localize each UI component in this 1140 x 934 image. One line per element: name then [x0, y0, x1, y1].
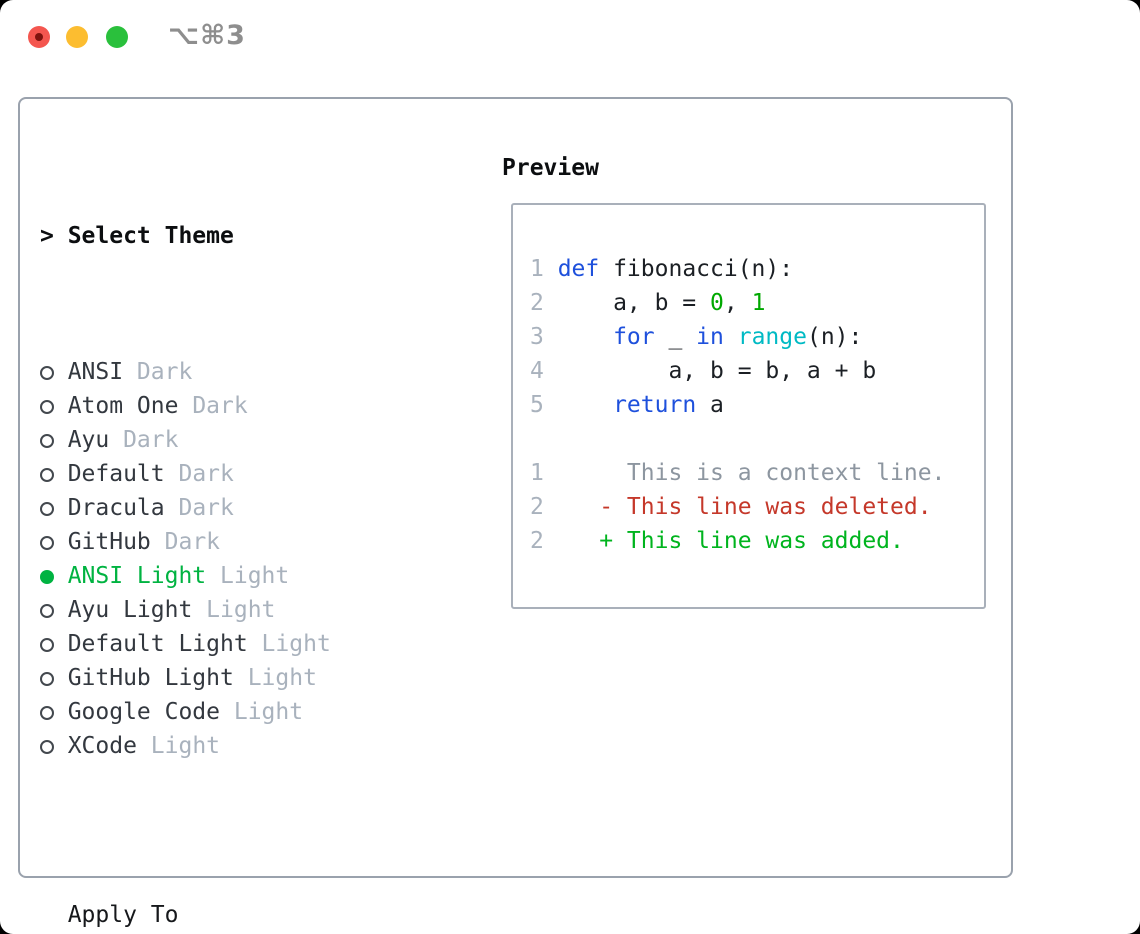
option-label: Google Code — [67, 699, 221, 725]
minimize-button[interactable] — [66, 26, 88, 48]
theme-option-ansi-light[interactable]: ANSI Light Light — [40, 559, 428, 593]
preview-line: 5 return a — [530, 388, 984, 422]
preview-line: 2 - This line was deleted. — [530, 490, 984, 524]
radio-marker — [40, 525, 68, 559]
zoom-button[interactable] — [106, 26, 128, 48]
theme-option-xcode[interactable]: XCode Light — [40, 729, 428, 763]
line-number: 2 — [530, 528, 544, 554]
theme-option-atom-one[interactable]: Atom One Dark — [40, 389, 428, 423]
option-label: Default — [67, 461, 165, 487]
line-number: 4 — [530, 358, 544, 384]
preview-line: 4 a, b = b, a + b — [530, 354, 984, 388]
theme-option-ayu[interactable]: Ayu Dark — [40, 423, 428, 457]
option-variant-label: Dark — [164, 461, 234, 487]
radio-marker — [40, 457, 68, 491]
radio-marker — [40, 355, 68, 389]
option-label: Dracula — [67, 495, 165, 521]
cursor-marker: > — [40, 223, 54, 249]
option-label: GitHub Light — [67, 665, 234, 691]
option-variant-label: Dark — [164, 495, 234, 521]
theme-option-default-light[interactable]: Default Light Light — [40, 627, 428, 661]
line-number: 3 — [530, 324, 544, 350]
option-variant-label: Light — [206, 563, 290, 589]
option-label: ANSI — [67, 359, 124, 385]
option-label: Default Light — [67, 631, 248, 657]
option-variant-label: Dark — [123, 359, 193, 385]
radio-circle-icon — [40, 672, 54, 686]
option-variant-label: Dark — [109, 427, 179, 453]
option-variant-label: Light — [192, 597, 276, 623]
option-variant-label: Light — [247, 631, 331, 657]
theme-option-google-code[interactable]: Google Code Light — [40, 695, 428, 729]
radio-circle-icon — [40, 740, 54, 754]
theme-option-ayu-light[interactable]: Ayu Light Light — [40, 593, 428, 627]
theme-option-github-light[interactable]: GitHub Light Light — [40, 661, 428, 695]
radio-circle-icon — [40, 468, 54, 482]
preview-line: 1 This is a context line. — [530, 456, 984, 490]
radio-marker — [40, 729, 68, 763]
option-label: GitHub — [67, 529, 151, 555]
theme-option-dracula[interactable]: Dracula Dark — [40, 491, 428, 525]
preview-line: 2 a, b = 0, 1 — [530, 286, 984, 320]
theme-option-ansi[interactable]: ANSI Dark — [40, 355, 428, 389]
option-label: Ayu Light — [67, 597, 193, 623]
radio-marker — [40, 695, 68, 729]
line-number: 1 — [530, 460, 544, 486]
radio-circle-icon — [40, 434, 54, 448]
apply-to-heading: Apply To — [40, 898, 428, 932]
radio-circle-icon — [40, 400, 54, 414]
apply-to-title: Apply To — [67, 902, 179, 928]
radio-selected-icon — [40, 570, 54, 584]
theme-option-default[interactable]: Default Dark — [40, 457, 428, 491]
radio-marker — [40, 661, 68, 695]
option-variant-label: Dark — [150, 529, 221, 555]
preview-heading: Preview — [502, 155, 599, 181]
radio-circle-icon — [40, 536, 54, 550]
radio-marker — [40, 593, 68, 627]
select-theme-heading: > Select Theme — [40, 219, 428, 253]
option-label: ANSI Light — [67, 563, 207, 589]
radio-circle-icon — [40, 706, 54, 720]
preview-line — [530, 422, 984, 456]
line-number: 2 — [530, 290, 544, 316]
radio-marker — [40, 627, 68, 661]
radio-marker — [40, 491, 68, 525]
radio-marker — [40, 389, 68, 423]
window-shortcut-label: ⌥⌘3 — [168, 20, 246, 51]
radio-marker — [40, 423, 68, 457]
titlebar: ⌥⌘3 — [0, 0, 1140, 74]
preview-line: 3 for _ in range(n): — [530, 320, 984, 354]
option-variant-label: Light — [220, 699, 304, 725]
radio-circle-icon — [40, 502, 54, 516]
unsaved-indicator-dot — [35, 33, 43, 41]
option-label: Ayu — [67, 427, 110, 453]
radio-circle-icon — [40, 638, 54, 652]
option-variant-label: Light — [233, 665, 317, 691]
radio-circle-icon — [40, 604, 54, 618]
line-number: 5 — [530, 392, 544, 418]
option-variant-label: Dark — [178, 393, 248, 419]
radio-circle-icon — [40, 366, 54, 380]
select-theme-title: Select Theme — [67, 223, 234, 249]
preview-line: 2 + This line was added. — [530, 524, 984, 558]
theme-option-github[interactable]: GitHub Dark — [40, 525, 428, 559]
line-number: 1 — [530, 256, 544, 282]
option-variant-label: Light — [136, 733, 221, 759]
option-label: Atom One — [67, 393, 179, 419]
line-number: 2 — [530, 494, 544, 520]
close-button[interactable] — [28, 26, 50, 48]
radio-marker — [40, 559, 68, 593]
option-label: XCode — [67, 733, 137, 759]
